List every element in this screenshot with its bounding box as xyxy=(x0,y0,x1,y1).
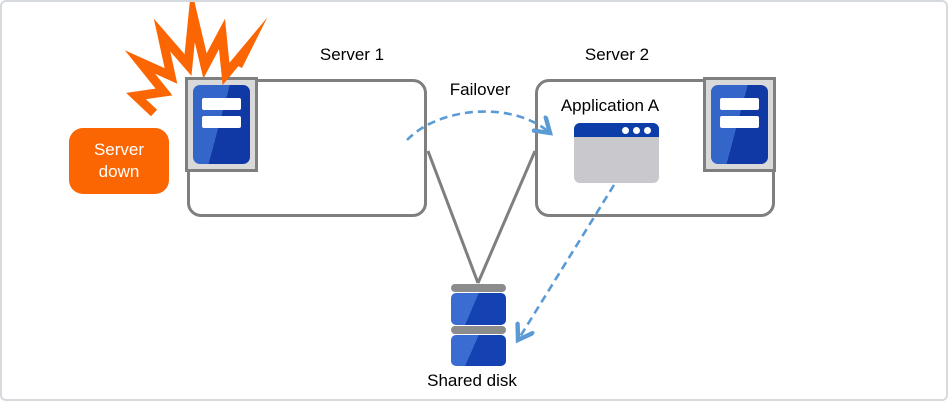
application-window-icon xyxy=(574,123,659,183)
server1-label: Server 1 xyxy=(319,45,385,64)
server2-label: Server 2 xyxy=(584,45,650,64)
window-dot-icon xyxy=(644,127,651,134)
server-down-badge: Server down xyxy=(69,128,169,194)
shared-disk-label: Shared disk xyxy=(427,371,517,390)
server-drive-slot xyxy=(720,98,759,110)
failover-arrow xyxy=(406,110,550,141)
disk-cap xyxy=(451,284,506,292)
window-dot-icon xyxy=(633,127,640,134)
server1-to-disk-line xyxy=(426,150,480,284)
server-drive-slot xyxy=(720,116,759,128)
failover-label: Failover xyxy=(449,80,511,99)
server-down-line2: down xyxy=(98,162,140,181)
server-tower-body xyxy=(711,85,768,164)
disk-cap xyxy=(451,326,506,334)
server-drive-slot xyxy=(202,98,241,110)
disk-stack-icon xyxy=(451,284,506,366)
server-tower-icon xyxy=(185,77,258,172)
disk-platter xyxy=(451,335,506,366)
application-label: Application A xyxy=(560,96,660,115)
server2-to-disk-line xyxy=(476,150,537,284)
application-window-titlebar xyxy=(574,123,659,137)
server-drive-slot xyxy=(202,116,241,128)
server-tower-body xyxy=(193,85,250,164)
disk-platter xyxy=(451,293,506,325)
server-tower-icon xyxy=(703,77,776,172)
server-down-line1: Server xyxy=(93,140,145,159)
window-dot-icon xyxy=(622,127,629,134)
